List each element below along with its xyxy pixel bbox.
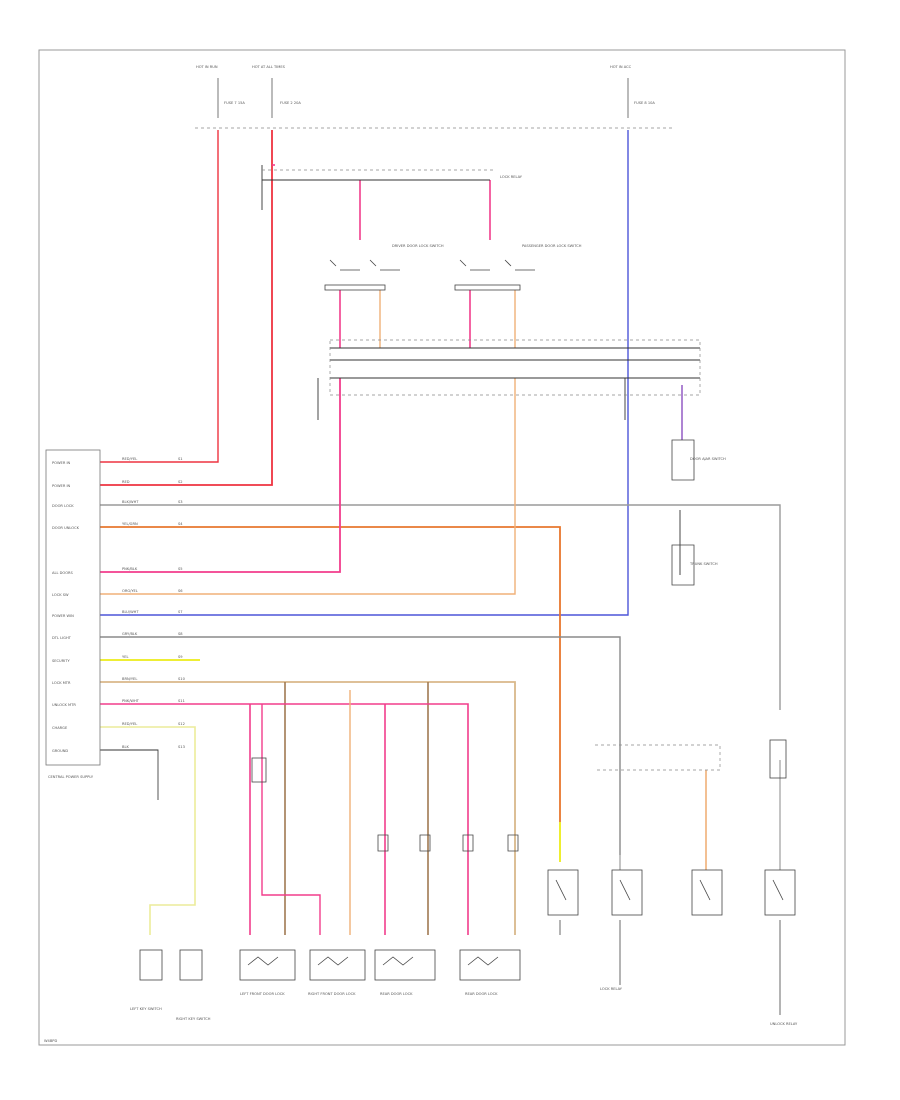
relay-box-2 [611,869,643,916]
wire-power-win [100,130,629,616]
relay-box-1 [547,869,579,916]
code-label-2: S2 [178,480,183,484]
code-label-8: S8 [178,632,183,636]
pin-name-5: ALL DOORS [52,571,74,575]
control-unit-pins: POWER IN POWER IN DOOR LOCK DOOR UNLOCK … [52,461,80,753]
passenger-switch-label: PASSENGER DOOR LOCK SWITCH [522,244,582,248]
wire-charge [100,726,196,935]
wire-label-9: YEL [122,655,128,659]
fuse-symbols [217,78,629,118]
diagram-footer: W4BPD [44,1039,57,1043]
left-key-label: LEFT KEY SWITCH [130,1007,162,1011]
pin-name-2: POWER IN [52,484,71,488]
wire-label-7: BLU/WHT [122,610,139,614]
rear-left-motor-box [374,949,436,981]
wire-label-3: BLK/WHT [122,500,139,504]
ajar-symbols [671,439,695,586]
left-key-switch-box [139,949,163,981]
wire-power-in-2 [100,130,273,486]
fuse-label-1: FUSE 7 15A [224,101,245,105]
trunk-switch-label: TRUNK SWITCH [689,562,718,566]
wire-label-4: YEL/GRN [122,522,138,526]
bus-lines [100,165,700,751]
fuse-label-3: FUSE 8 10A [634,101,655,105]
feed-label-hot-in-acc: HOT IN ACC [610,65,632,69]
wires [100,130,781,935]
code-label-3: S3 [178,500,183,504]
code-label-1: S1 [178,457,183,461]
wire-unlock-mtr-branch-3 [261,704,321,935]
relay-top-label: LOCK RELAY [500,175,523,179]
unlock-relay-right-label: UNLOCK RELAY [770,1022,798,1026]
wire-color-labels: RED/YEL RED BLK/WHT YEL/GRN PNK/BLK ORG/… [122,457,140,749]
code-label-13: S13 [178,745,185,749]
right-relays [547,739,796,1015]
top-switches [324,259,535,291]
wire-label-13: BLK [122,745,129,749]
pin-name-6: LOCK SW [52,593,69,597]
control-unit-label: CENTRAL POWER SUPPLY [48,775,94,779]
fuse-label-2: FUSE 2 20A [280,101,301,105]
code-label-5: S5 [178,567,183,571]
pin-name-4: DOOR UNLOCK [52,526,80,530]
bottom-motor-blocks [139,834,521,981]
wire-ground [100,749,159,800]
diagram-border [38,49,846,1046]
pin-name-9: SECURITY [52,659,70,663]
wire-label-2: RED [122,480,130,484]
pin-name-13: GROUND [52,749,68,753]
left-front-label: LEFT FRONT DOOR LOCK [240,992,285,996]
left-front-motor-box [239,949,296,981]
wire-lock-mtr [100,681,516,935]
code-label-12: S12 [178,722,185,726]
pin-name-7: POWER WIN [52,614,74,618]
feed-label-hot-at-all-times: HOT AT ALL TIMES [252,65,286,69]
code-label-11: S11 [178,699,185,703]
code-label-7: S7 [178,610,183,614]
wire-all-doors [100,378,341,573]
wire-label-11: PNK/WHT [122,699,140,703]
wire-label-10: BRN/YEL [122,677,137,681]
right-key-switch-box [179,949,203,981]
wire-label-6: ORG/YEL [122,589,138,593]
relay-box-5 [769,739,787,779]
wire-power-in-1 [100,130,219,463]
code-label-10: S10 [178,677,186,681]
pin-name-12: CHARGE [52,726,68,730]
wire-label-5: PNK/BLK [122,567,138,571]
code-label-4: S4 [178,522,183,526]
right-key-label: RIGHT KEY SWITCH [176,1017,211,1021]
wire-label-12: RED/YEL [122,722,137,726]
right-front-label: RIGHT FRONT DOOR LOCK [308,992,356,996]
pin-name-3: DOOR LOCK [52,504,74,508]
connector-codes: S1 S2 S3 S4 S5 S6 S7 S8 S9 S10 S11 S12 S… [178,457,186,749]
pin-name-8: DTL LIGHT [52,636,72,640]
wire-unlock-mtr [100,703,469,935]
pin-name-10: LOCK MTR [52,681,71,685]
rear-right-label: REAR DOOR LOCK [465,992,498,996]
code-label-6: S6 [178,589,183,593]
door-ajar-label: DOOR AJAR SWITCH [690,457,726,461]
wire-label-8: GRY/BLK [122,632,138,636]
lock-relay-right-label: LOCK RELAY [600,987,623,991]
wire-door-lock [100,504,781,710]
rear-left-label: REAR DOOR LOCK [380,992,413,996]
lock-relay-small [251,757,267,783]
control-unit: CENTRAL POWER SUPPLY POWER IN POWER IN D… [45,449,186,779]
right-front-motor-box [309,949,366,981]
relay-box-4 [764,869,796,916]
control-unit-box [45,449,101,766]
rear-right-motor-box [459,949,521,981]
driver-switch-label: DRIVER DOOR LOCK SWITCH [392,244,444,248]
dashed-boxes [262,169,721,771]
relay-box-3 [691,869,723,916]
wire-lock-sw [100,378,516,595]
code-label-9: S9 [178,655,183,659]
feed-label-hot-run: HOT IN RUN [196,65,218,69]
pin-name-1: POWER IN [52,461,71,465]
pin-name-11: UNLOCK MTR [52,703,76,707]
wire-door-unlock [100,526,561,822]
wire-label-1: RED/YEL [122,457,137,461]
